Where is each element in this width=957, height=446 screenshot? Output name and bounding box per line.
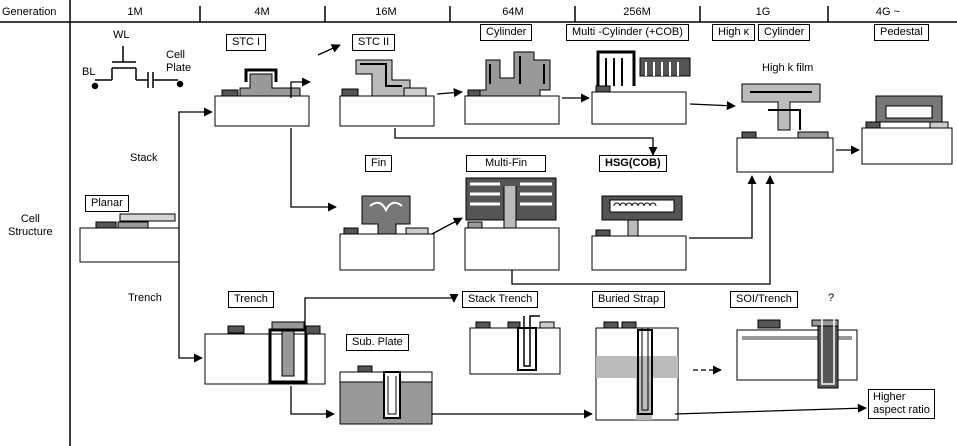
question-mark-annotation: ? xyxy=(828,292,834,305)
cylinder-1g-label: Cylinder xyxy=(758,24,810,41)
generation-16m: 16M xyxy=(356,6,416,18)
multi-cylinder-label: Multi -Cylinder (+COB) xyxy=(566,24,689,41)
fin-cell-cross-section xyxy=(340,196,434,270)
higher-aspect-ratio-label: Higher aspect ratio xyxy=(868,389,935,419)
generation-4m: 4M xyxy=(232,6,292,18)
high-k-film-annotation: High k film xyxy=(762,62,813,75)
cylinder-64m-label: Cylinder xyxy=(480,24,532,41)
planar-cell-cross-section xyxy=(80,214,179,262)
soi-trench-cell-cross-section xyxy=(737,316,857,388)
stc2-label: STC II xyxy=(352,34,395,51)
stc1-cell-cross-section xyxy=(215,70,309,126)
multi-cylinder-cell-cross-section xyxy=(592,52,690,124)
generation-4g: 4G ~ xyxy=(858,6,918,18)
stack-trench-cell-cross-section xyxy=(470,316,560,374)
cylinder-64m-cell-cross-section xyxy=(465,52,559,124)
stc2-cell-cross-section xyxy=(340,60,434,126)
high-k-cylinder-cell-cross-section xyxy=(737,84,833,172)
high-k-label: High κ xyxy=(712,24,755,41)
trench-label: Trench xyxy=(228,291,274,308)
cell-structure-label: Cell Structure xyxy=(8,213,53,239)
trench-branch-label: Trench xyxy=(128,292,162,305)
hsg-cell-cross-section xyxy=(592,196,686,270)
soi-trench-label: SOI/Trench xyxy=(730,291,798,308)
generation-1g: 1G xyxy=(733,6,793,18)
generation-title: Generation xyxy=(2,6,56,19)
stack-branch-label: Stack xyxy=(130,152,158,165)
buried-strap-cell-cross-section xyxy=(596,322,678,420)
hsg-label: HSG(COB) xyxy=(599,155,667,172)
generation-256m: 256M xyxy=(607,6,667,18)
generation-1m: 1M xyxy=(105,6,165,18)
multi-fin-cell-cross-section xyxy=(465,178,559,270)
trench-cell-cross-section xyxy=(205,322,325,384)
wl-label: WL xyxy=(113,29,130,42)
multi-fin-label: Multi-Fin xyxy=(466,155,546,172)
substrate-plate-cell-cross-section xyxy=(340,366,432,424)
bl-label: BL xyxy=(82,66,95,79)
buried-strap-label: Buried Strap xyxy=(592,291,665,308)
planar-label: Planar xyxy=(85,195,129,212)
fin-label: Fin xyxy=(365,155,392,172)
pedestal-label: Pedestal xyxy=(874,24,929,41)
pedestal-cell-cross-section xyxy=(862,96,952,164)
cell-plate-label: Cell Plate xyxy=(166,49,191,75)
stack-trench-label: Stack Trench xyxy=(462,291,538,308)
generation-64m: 64M xyxy=(483,6,543,18)
stc1-label: STC I xyxy=(226,34,266,51)
sub-plate-label: Sub. Plate xyxy=(346,334,409,351)
